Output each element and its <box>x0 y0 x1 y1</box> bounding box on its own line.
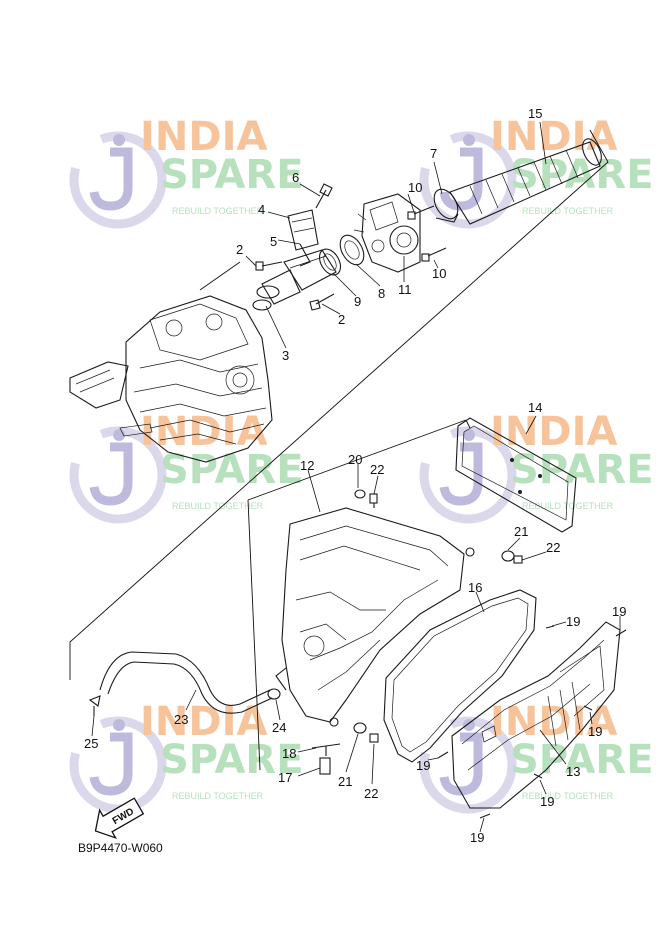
joint-bracket <box>287 209 319 267</box>
callout-14: 14 <box>528 400 542 415</box>
throttle-body <box>353 193 421 273</box>
callout-11: 11 <box>398 282 412 297</box>
callout-24: 24 <box>272 720 286 735</box>
washer-20 <box>354 489 366 499</box>
callout-19-a: 19 <box>612 604 626 619</box>
callout-25: 25 <box>84 736 98 751</box>
grommet-21-bottom <box>353 722 367 734</box>
plug-17 <box>319 757 331 775</box>
svg-text:SPARE: SPARE <box>510 152 654 198</box>
svg-text:SPARE: SPARE <box>510 737 654 783</box>
callout-19-b: 19 <box>566 614 580 629</box>
svg-text:INDIA: INDIA <box>140 114 267 160</box>
callout-19-d: 19 <box>416 758 430 773</box>
screw-19-set <box>437 625 627 819</box>
callout-labels: 15 7 6 10 4 5 2 11 8 9 10 2 3 14 20 22 1… <box>84 106 626 845</box>
bolt-2-lower <box>309 293 335 311</box>
engine-cylinder-head <box>69 295 273 463</box>
svg-text:REBUILD TOGETHER: REBUILD TOGETHER <box>172 791 264 801</box>
bolt-2-upper <box>255 261 283 271</box>
svg-text:REBUILD TOGETHER: REBUILD TOGETHER <box>522 501 614 511</box>
watermark-top-left: INDIA SPARE REBUILD TOGETHER <box>74 114 304 224</box>
callout-19-e: 19 <box>540 794 554 809</box>
callout-18: 18 <box>282 746 296 761</box>
callout-3: 3 <box>282 348 289 363</box>
callout-15: 15 <box>528 106 542 121</box>
svg-text:INDIA: INDIA <box>490 699 617 745</box>
callout-12: 12 <box>300 458 314 473</box>
assembly-frame <box>69 129 609 771</box>
callout-7: 7 <box>430 146 437 161</box>
callout-23: 23 <box>174 712 188 727</box>
watermark-middle-right: INDIA SPARE REBUILD TOGETHER <box>424 409 654 519</box>
callout-19-f: 19 <box>470 830 484 845</box>
air-filter-element <box>455 417 577 533</box>
callout-20: 20 <box>348 452 362 467</box>
air-cleaner-cover <box>451 621 621 809</box>
svg-text:INDIA: INDIA <box>490 409 617 455</box>
grommet-21-right <box>501 550 515 562</box>
callout-4: 4 <box>258 202 265 217</box>
callout-17: 17 <box>278 770 292 785</box>
watermark-bottom-left: INDIA SPARE REBUILD TOGETHER <box>74 699 304 809</box>
leader-lines <box>91 121 621 833</box>
svg-text:REBUILD TOGETHER: REBUILD TOGETHER <box>172 501 264 511</box>
svg-text:INDIA: INDIA <box>140 699 267 745</box>
diagram-code: B9P4470-W060 <box>78 841 163 855</box>
callout-22-right: 22 <box>546 540 560 555</box>
air-cleaner-case <box>275 507 475 727</box>
svg-text:REBUILD TOGETHER: REBUILD TOGETHER <box>172 206 264 216</box>
callout-21-right: 21 <box>514 524 528 539</box>
callout-9: 9 <box>354 294 361 309</box>
gasket-8 <box>339 234 365 266</box>
callout-22-bottom: 22 <box>364 786 378 801</box>
callout-2-lower: 2 <box>338 312 345 327</box>
svg-text:SPARE: SPARE <box>160 152 304 198</box>
intake-duct <box>449 138 602 225</box>
bolt-22-top <box>369 493 378 508</box>
callout-19-c: 19 <box>588 724 602 739</box>
callout-13: 13 <box>566 764 580 779</box>
callout-6: 6 <box>292 170 299 185</box>
callout-8: 8 <box>378 286 385 301</box>
callout-21-bottom: 21 <box>338 774 352 789</box>
screw-10-lower <box>421 247 447 262</box>
svg-text:REBUILD TOGETHER: REBUILD TOGETHER <box>522 206 614 216</box>
bolt-6 <box>315 183 333 209</box>
gasket-9 <box>318 248 342 276</box>
svg-text:INDIA: INDIA <box>490 114 617 160</box>
bolt-22-bottom <box>369 733 379 743</box>
bolt-22-right <box>513 555 523 564</box>
clip-18 <box>311 743 341 756</box>
callout-2-upper: 2 <box>236 242 243 257</box>
callout-22-top: 22 <box>370 462 384 477</box>
callout-10-lower: 10 <box>432 266 446 281</box>
svg-text:REBUILD TOGETHER: REBUILD TOGETHER <box>522 791 614 801</box>
callout-10-upper: 10 <box>408 180 422 195</box>
watermark-bottom-right: INDIA SPARE REBUILD TOGETHER <box>424 699 654 809</box>
hose-clamp-24 <box>267 688 281 700</box>
callout-16: 16 <box>468 580 482 595</box>
svg-text:SPARE: SPARE <box>510 447 654 493</box>
screw-10-upper <box>407 205 435 220</box>
callout-5: 5 <box>270 234 277 249</box>
svg-text:SPARE: SPARE <box>160 737 304 783</box>
watermark-top-right: INDIA SPARE REBUILD TOGETHER <box>424 114 654 224</box>
fwd-arrow-icon: FWD <box>94 797 145 840</box>
case-gasket <box>383 589 537 763</box>
breather-hose <box>99 651 273 714</box>
hose-clip-25 <box>88 695 101 716</box>
